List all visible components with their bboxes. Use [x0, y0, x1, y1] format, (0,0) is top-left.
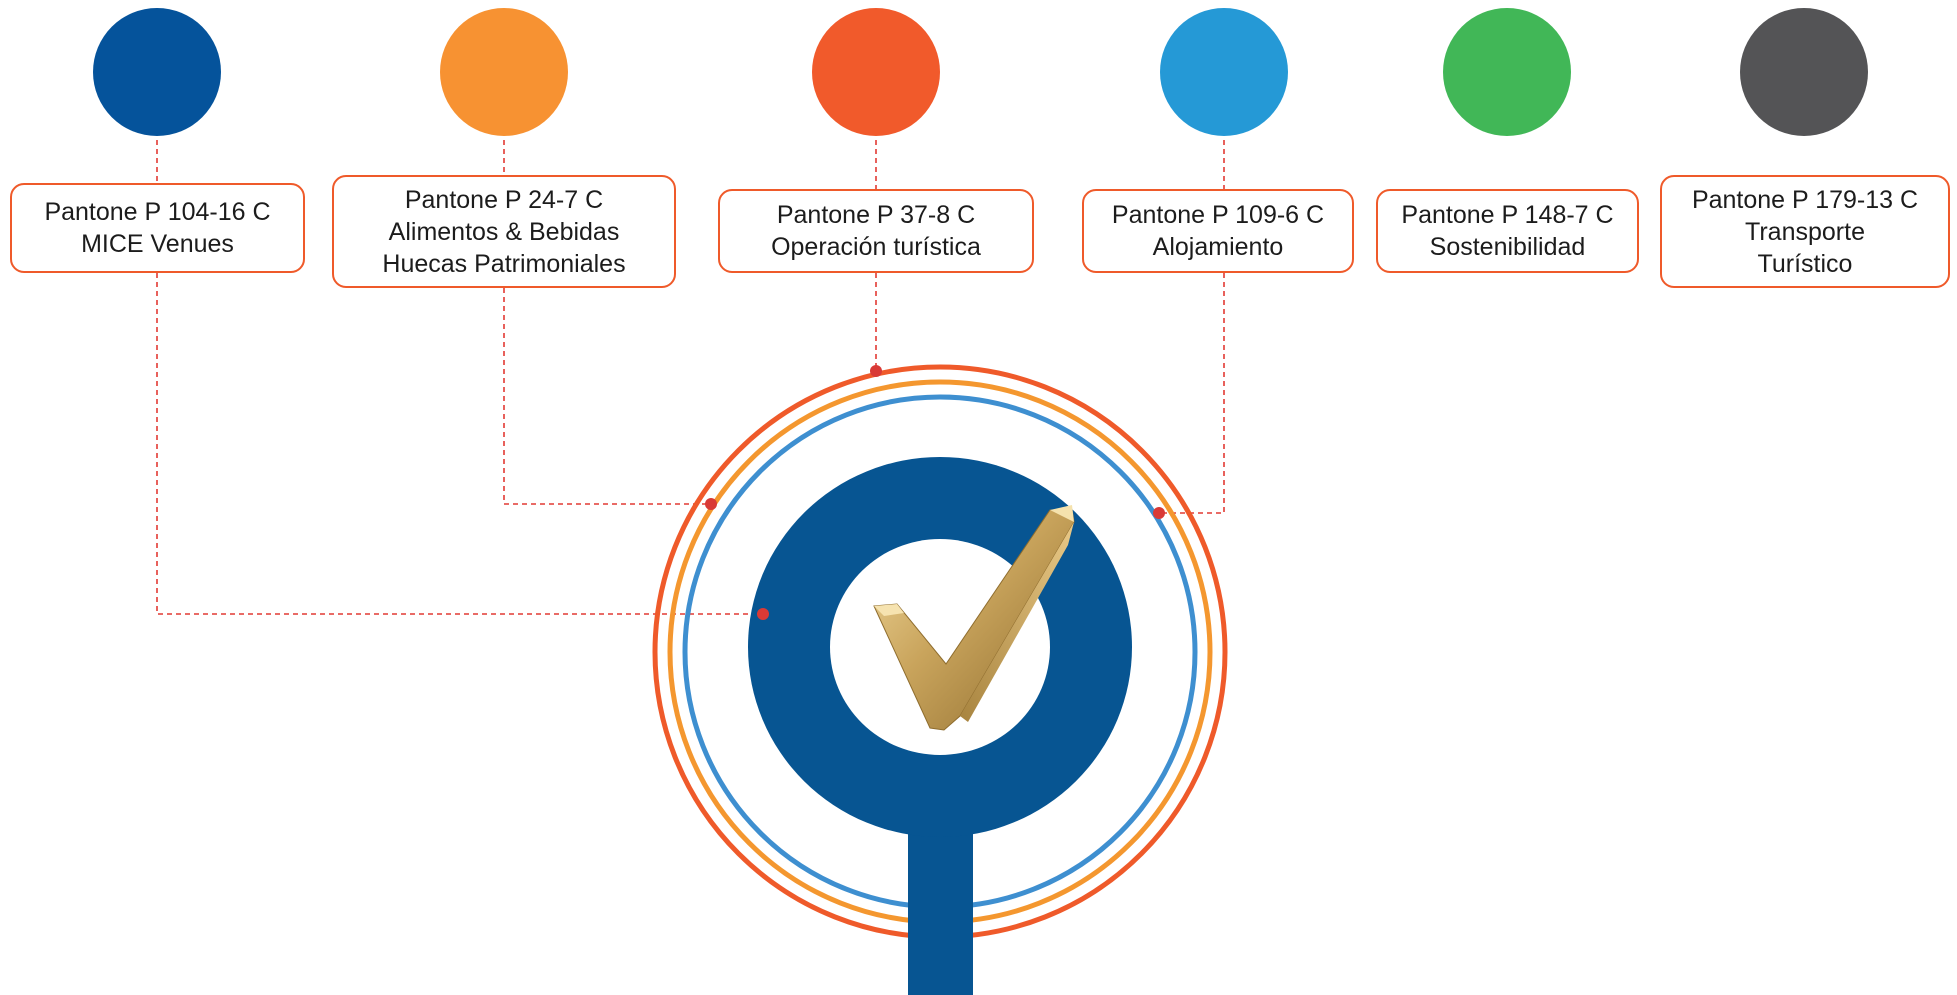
- category-name-line: Sostenibilidad: [1429, 233, 1586, 261]
- label-box-alojamiento: Pantone P 109-6 C Alojamiento: [1082, 189, 1354, 273]
- category-name-line: Huecas Patrimoniales: [382, 249, 626, 278]
- dot-alojamiento: [1153, 507, 1165, 519]
- category-name-line: Transporte: [1745, 217, 1865, 246]
- color-swatch-transporte-turistico: [1740, 8, 1868, 136]
- connector-alojamiento: [1159, 273, 1225, 514]
- category-name-line: MICE Venues: [81, 230, 234, 258]
- category-name-line: Alojamiento: [1152, 233, 1284, 261]
- color-swatch-sostenibilidad: [1443, 8, 1571, 136]
- pantone-code: Pantone P 109-6 C: [1111, 201, 1325, 229]
- category-name-line: Turístico: [1757, 249, 1853, 278]
- gold-checkmark-icon: [873, 505, 1075, 731]
- color-swatch-alojamiento: [1160, 8, 1288, 136]
- pantone-code: Pantone P 179-13 C: [1691, 185, 1919, 214]
- color-swatch-alimentos-bebidas: [440, 8, 568, 136]
- label-box-sostenibilidad: Pantone P 148-7 C Sostenibilidad: [1376, 189, 1639, 273]
- label-box-mice-venues: Pantone P 104-16 C MICE Venues: [10, 183, 305, 273]
- pantone-code: Pantone P 24-7 C: [404, 185, 604, 214]
- category-name-line: Operación turística: [771, 233, 981, 261]
- connector-lines: [156, 140, 1225, 615]
- dot-alimentos: [705, 498, 717, 510]
- pantone-code: Pantone P 104-16 C: [44, 198, 271, 226]
- pantone-code: Pantone P 37-8 C: [776, 201, 976, 229]
- dot-operacion: [870, 365, 882, 377]
- connector-alimentos: [503, 288, 711, 505]
- color-swatch-operacion-turistica: [812, 8, 940, 136]
- connector-mice: [156, 273, 763, 615]
- color-swatch-mice-venues: [93, 8, 221, 136]
- category-name-line: Alimentos & Bebidas: [388, 217, 620, 246]
- pantone-code: Pantone P 148-7 C: [1401, 201, 1614, 229]
- connection-dots: [705, 365, 1165, 620]
- label-box-operacion-turistica: Pantone P 37-8 C Operación turística: [718, 189, 1034, 273]
- dot-mice: [757, 608, 769, 620]
